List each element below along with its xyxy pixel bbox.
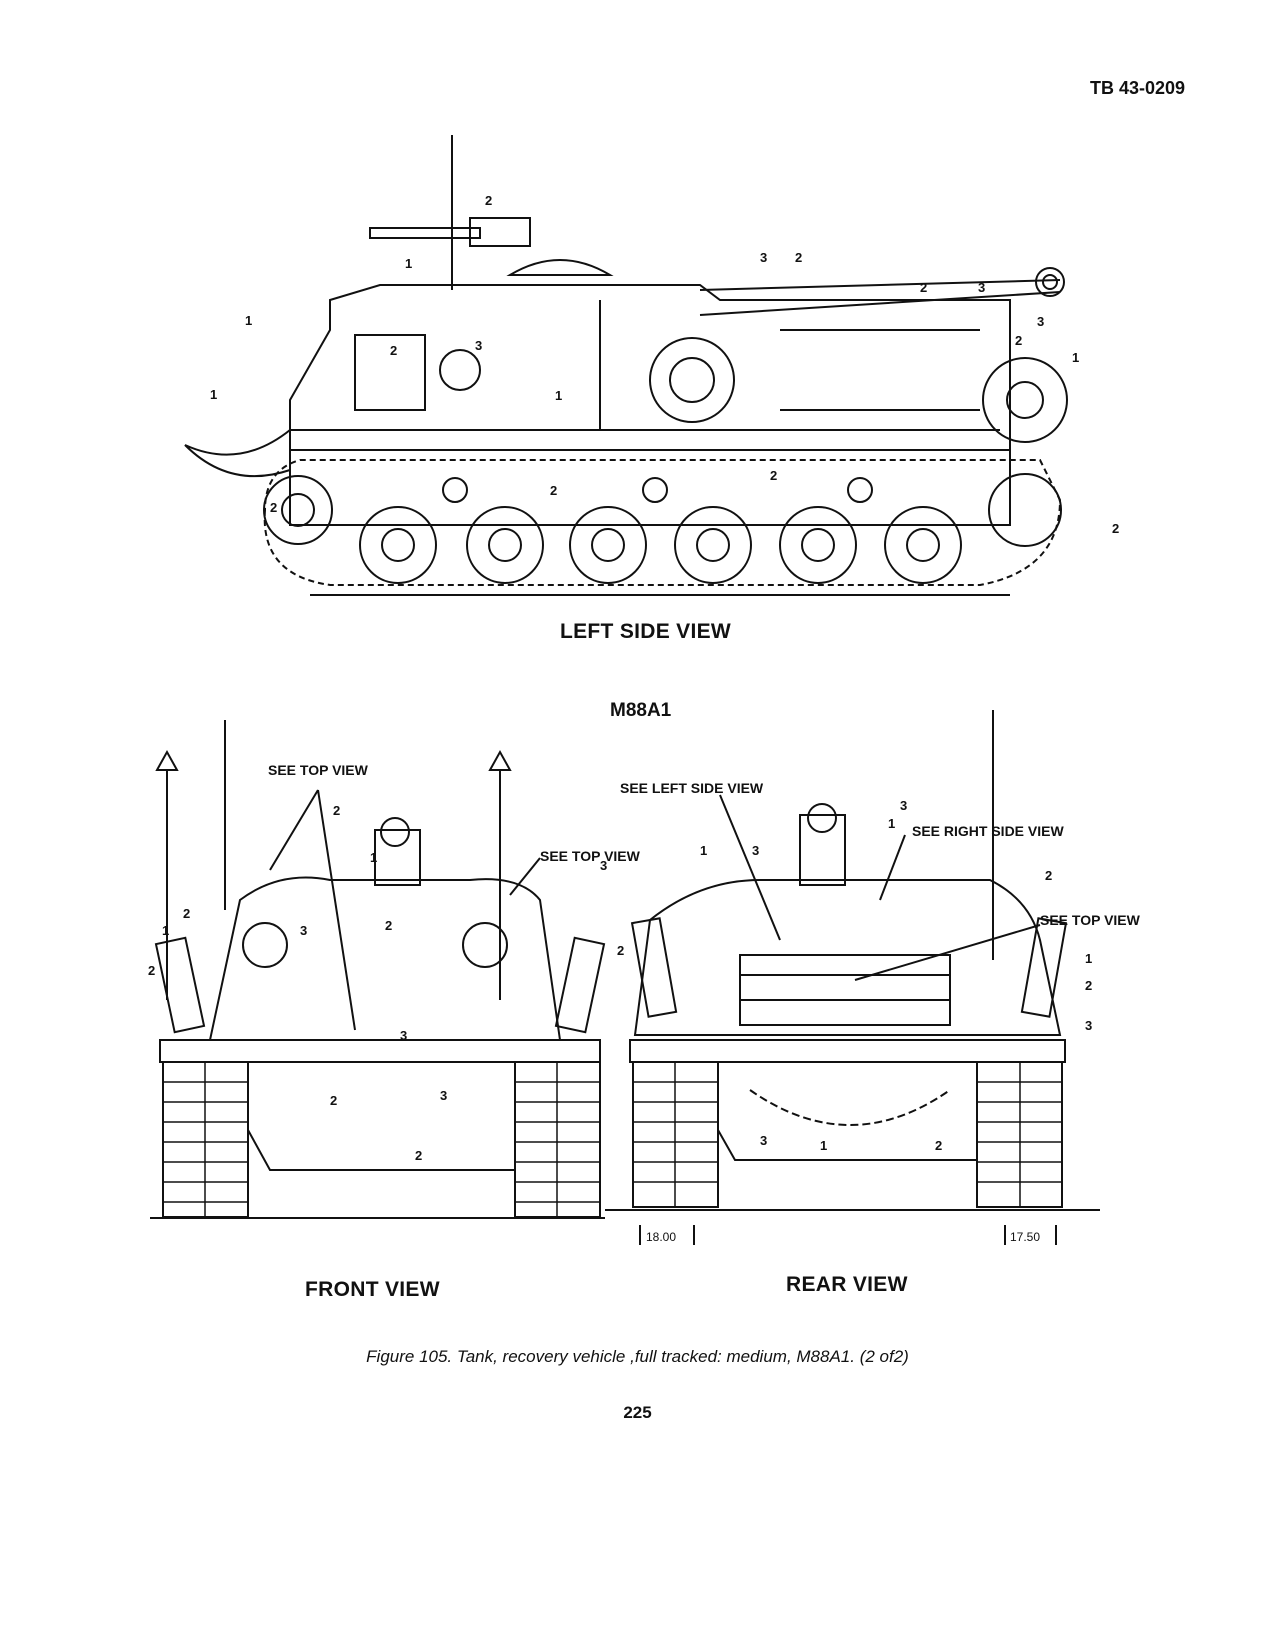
svg-text:3: 3 bbox=[1085, 1018, 1092, 1033]
svg-text:3: 3 bbox=[440, 1088, 447, 1103]
svg-text:3: 3 bbox=[600, 858, 607, 873]
svg-text:1: 1 bbox=[162, 923, 169, 938]
svg-text:1: 1 bbox=[405, 256, 412, 271]
svg-text:2: 2 bbox=[333, 803, 340, 818]
document-id: TB 43-0209 bbox=[1090, 78, 1186, 98]
svg-text:1: 1 bbox=[1085, 951, 1092, 966]
see-top-view-label-rear: SEE TOP VIEW bbox=[1040, 912, 1140, 928]
svg-text:2: 2 bbox=[795, 250, 802, 265]
see-top-view-label-front-right: SEE TOP VIEW bbox=[540, 848, 640, 864]
svg-text:2: 2 bbox=[770, 468, 777, 483]
model-designation: M88A1 bbox=[610, 700, 672, 721]
left-side-view-drawing bbox=[184, 135, 1068, 596]
left-track-dimension: 18.00 bbox=[646, 1230, 677, 1244]
svg-text:3: 3 bbox=[760, 1133, 767, 1148]
svg-text:1: 1 bbox=[820, 1138, 827, 1153]
svg-text:1: 1 bbox=[888, 816, 895, 831]
svg-text:2: 2 bbox=[1045, 868, 1052, 883]
left-side-view-title: LEFT SIDE VIEW bbox=[560, 620, 732, 643]
svg-text:2: 2 bbox=[935, 1138, 942, 1153]
rear-view-drawing bbox=[605, 710, 1100, 1245]
svg-text:2: 2 bbox=[1085, 978, 1092, 993]
svg-text:2: 2 bbox=[148, 963, 155, 978]
front-view-drawing bbox=[150, 720, 606, 1219]
see-left-side-view-label: SEE LEFT SIDE VIEW bbox=[620, 780, 764, 796]
svg-text:2: 2 bbox=[550, 483, 557, 498]
svg-text:1: 1 bbox=[210, 387, 217, 402]
svg-text:3: 3 bbox=[300, 923, 307, 938]
svg-text:2: 2 bbox=[183, 906, 190, 921]
svg-text:3: 3 bbox=[760, 250, 767, 265]
svg-text:2: 2 bbox=[270, 500, 277, 515]
svg-text:3: 3 bbox=[900, 798, 907, 813]
see-right-side-view-label: SEE RIGHT SIDE VIEW bbox=[912, 823, 1064, 839]
svg-text:1: 1 bbox=[555, 388, 562, 403]
right-track-dimension: 17.50 bbox=[1010, 1230, 1041, 1244]
svg-text:2: 2 bbox=[390, 343, 397, 358]
svg-text:3: 3 bbox=[400, 1028, 407, 1043]
svg-text:3: 3 bbox=[978, 280, 985, 295]
svg-text:2: 2 bbox=[617, 943, 624, 958]
figure-caption: Figure 105. Tank, recovery vehicle ,full… bbox=[366, 1347, 909, 1366]
svg-text:1: 1 bbox=[370, 850, 377, 865]
svg-text:3: 3 bbox=[752, 843, 759, 858]
see-top-view-label-front: SEE TOP VIEW bbox=[268, 762, 368, 778]
front-view-title: FRONT VIEW bbox=[305, 1278, 440, 1301]
svg-text:1: 1 bbox=[245, 313, 252, 328]
svg-text:2: 2 bbox=[485, 193, 492, 208]
svg-text:1: 1 bbox=[1072, 350, 1079, 365]
svg-text:2: 2 bbox=[330, 1093, 337, 1108]
rear-view-title: REAR VIEW bbox=[786, 1273, 908, 1296]
page-number: 225 bbox=[623, 1403, 652, 1422]
svg-text:2: 2 bbox=[385, 918, 392, 933]
svg-text:1: 1 bbox=[700, 843, 707, 858]
svg-text:2: 2 bbox=[415, 1148, 422, 1163]
svg-text:3: 3 bbox=[475, 338, 482, 353]
svg-text:2: 2 bbox=[1015, 333, 1022, 348]
svg-text:2: 2 bbox=[920, 280, 927, 295]
svg-text:3: 3 bbox=[1037, 314, 1044, 329]
svg-text:2: 2 bbox=[1112, 521, 1119, 536]
